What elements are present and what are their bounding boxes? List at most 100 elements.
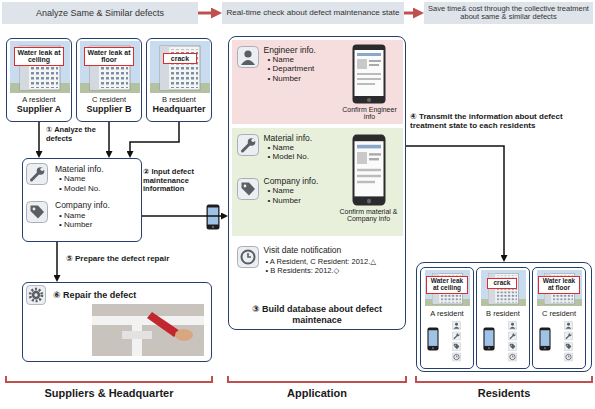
step-label: ⑤ Prepare the defect repair xyxy=(66,254,212,263)
stage-banner: Real-time check about defect maintenance… xyxy=(222,2,404,24)
resident-card: C resident Water leak at floor xyxy=(532,267,586,369)
company-icon xyxy=(27,202,48,223)
section-label: Residents xyxy=(416,387,592,400)
company-icon xyxy=(508,342,517,351)
node-text: Analyze Same & Similar defects xyxy=(36,8,164,19)
app-panel: ③ Build database about defect maintenace… xyxy=(228,36,406,330)
defect-tag: Water leak at ceiling xyxy=(14,47,64,66)
defect-tag: crack xyxy=(487,278,517,289)
stage-banner: Save time& cost through the collective t… xyxy=(424,2,593,24)
node-text: Headquarter xyxy=(147,104,211,115)
node-text: B resident xyxy=(147,95,211,104)
residents-panel: A resident Water leak at ceiling B residen… xyxy=(416,262,592,372)
node-text: Water leak at ceiling xyxy=(429,278,465,292)
apartment-photo xyxy=(150,41,210,93)
apartment-photo xyxy=(537,270,582,306)
visit-icon xyxy=(564,353,573,362)
step-label: ② Input defect maintenance information xyxy=(143,168,227,194)
node-text: • Name xyxy=(59,174,137,184)
material-icon xyxy=(238,135,259,156)
step-label: ④ Transmit the information about defect … xyxy=(410,112,592,130)
visit-band: Visit date notification • A Resident, C R… xyxy=(232,240,403,302)
visit-icon xyxy=(452,353,461,362)
connector-arrow xyxy=(108,122,110,154)
company-icon xyxy=(238,179,259,200)
node-text: • Number xyxy=(268,196,399,206)
connector-arrow xyxy=(38,122,40,154)
node-text: Supplier A xyxy=(7,104,71,115)
node-text: Visit date notification xyxy=(264,245,399,255)
section-label: Suppliers & Headquarter xyxy=(6,387,212,400)
stage-banner: Analyze Same & Similar defects xyxy=(2,2,198,24)
connector-arrow xyxy=(142,215,224,217)
node-text: ③ Build database about defect maintenace xyxy=(233,304,401,326)
smartphone xyxy=(207,205,220,230)
connector-arrow xyxy=(198,12,215,15)
defect-tag: Water leak at floor xyxy=(84,47,134,66)
section-bracket xyxy=(416,376,592,382)
node-text: • Name xyxy=(268,55,399,65)
node-text: Company info. xyxy=(264,176,399,186)
defect-tag: Water leak at floor xyxy=(538,276,580,294)
company-icon xyxy=(564,342,573,351)
smartphone xyxy=(427,327,438,350)
repair-photo xyxy=(92,304,204,356)
defect-card: A residentSupplier A Water leak at ceilin… xyxy=(6,38,72,122)
node-text: • Number xyxy=(59,220,137,230)
engineer-band-fill xyxy=(232,40,403,124)
material-icon xyxy=(508,332,517,341)
node-text: • B Residents: 2012.◇ xyxy=(266,266,399,275)
node-text: A resident xyxy=(421,309,473,318)
visit-icon xyxy=(238,247,259,268)
node-text: Save time& cost through the collective t… xyxy=(428,5,589,22)
resident-card: B resident crack xyxy=(476,267,530,369)
section-bracket xyxy=(6,376,212,382)
hand xyxy=(175,329,193,341)
node-text: Company info. xyxy=(55,200,137,210)
material-band: Material info.• Name• Model No. Company i… xyxy=(232,128,403,236)
defect-card: B residentHeadquarter crack xyxy=(146,38,212,122)
app-screenshot xyxy=(353,45,386,104)
node-text: crack xyxy=(166,55,194,62)
material-icon xyxy=(564,332,573,341)
repair-icon xyxy=(26,285,45,304)
repair-box: ⑥ Repair the defect xyxy=(22,282,212,362)
node-text: B resident xyxy=(477,309,529,318)
step-label: ① Analyze the defects xyxy=(46,126,104,143)
pipe-joint xyxy=(122,331,152,339)
material-icon xyxy=(27,164,48,185)
defect-tag: crack xyxy=(163,53,197,64)
smartphone xyxy=(483,327,494,350)
node-text: Confirm material & Company info xyxy=(336,208,402,223)
apartment-photo xyxy=(425,270,470,306)
engineer-icon xyxy=(238,47,259,68)
node-text: • Model No. xyxy=(268,152,399,162)
node-text: Water leak at ceiling xyxy=(17,49,61,64)
connector-arrow xyxy=(406,146,504,258)
node-text: • A Resident, C Resident: 2012.△ xyxy=(266,257,399,266)
defect-tag: Water leak at ceiling xyxy=(426,276,468,294)
node-text: • Name xyxy=(59,211,137,221)
section-label: Application xyxy=(228,387,406,400)
engineer-band: Engineer info.• Name• Department• Number… xyxy=(232,40,403,124)
node-text: Engineer info. xyxy=(264,45,399,55)
node-text: • Model No. xyxy=(59,184,137,194)
connector-arrow xyxy=(56,242,58,278)
material-icon xyxy=(452,332,461,341)
engineer-icon xyxy=(564,321,573,330)
node-text: C resident xyxy=(533,309,585,318)
section-bracket xyxy=(228,376,406,382)
app-screenshot xyxy=(353,135,386,206)
info-box: Material info.• Name• Model No.Company i… xyxy=(22,158,142,242)
node-text: Water leak at floor xyxy=(541,278,577,292)
node-text: Confirm Engineer info xyxy=(338,106,402,121)
connector-arrow xyxy=(130,122,179,154)
node-text: Material info. xyxy=(264,133,399,143)
engineer-icon xyxy=(508,321,517,330)
apartment-photo xyxy=(481,270,526,306)
company-icon xyxy=(452,342,461,351)
node-text: Supplier B xyxy=(77,104,141,115)
node-text: • Name xyxy=(268,143,399,153)
node-text: Real-time check about defect maintenance… xyxy=(226,8,399,18)
node-text: A resident xyxy=(7,95,71,104)
